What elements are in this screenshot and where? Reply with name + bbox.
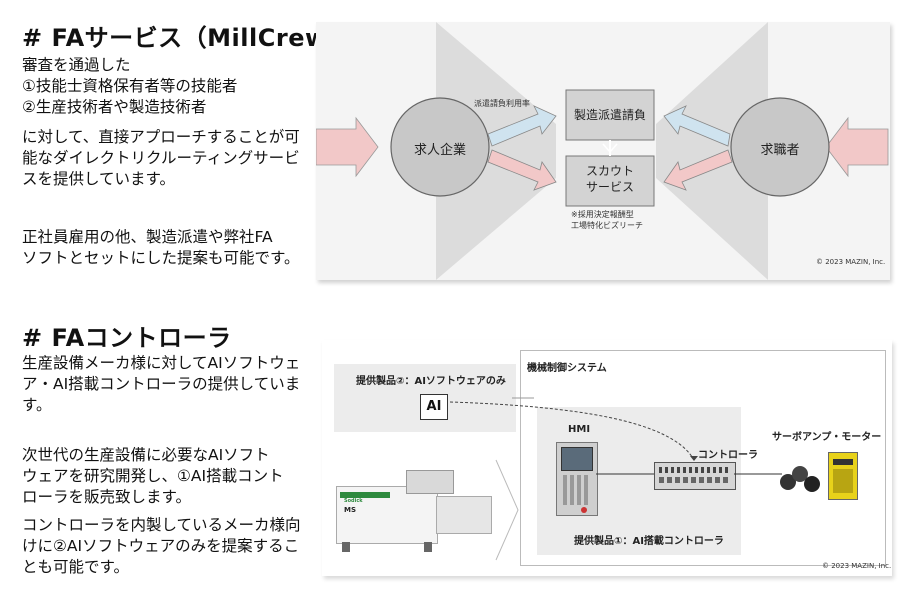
section1-list-item-1: ①技能士資格保有者等の技能者 <box>22 77 238 95</box>
system-label: 機械制御システム <box>527 363 607 374</box>
job-seeker-circle <box>730 97 830 197</box>
seeker-to-scout-arrow <box>663 149 733 191</box>
machine-callout <box>495 459 519 561</box>
section2-note-line: コントローラを内製しているメーカ様向 <box>22 516 301 534</box>
scout-service-box <box>565 155 655 207</box>
right-funnel-shape <box>656 22 768 280</box>
scout-note-line: ※採用決定報酬型 <box>571 210 634 219</box>
scout-note-line: 工場特化ビズリーチ <box>571 221 643 230</box>
section2-desc-line: 生産設備メーカ様に対してAIソフトウェ <box>22 354 301 372</box>
section1-note: 正社員雇用の他、製造派遣や弊社FA ソフトとセットにした提案も可能です。 <box>22 227 299 269</box>
servo-amp-icon <box>828 452 858 500</box>
controller-unit-icon <box>654 462 736 490</box>
inbound-arrow-right <box>825 116 889 178</box>
controller-label: コントローラ <box>698 450 758 461</box>
company-circle <box>390 97 490 197</box>
machine-brand: Sodick <box>344 498 363 504</box>
section1-note-line: 正社員雇用の他、製造派遣や弊社FA <box>22 228 273 246</box>
section1-desc-line: に対して、直接アプローチすることが可 <box>22 128 300 146</box>
section2-detail-line: ウェアを研究開発し、①AI搭載コント <box>22 467 284 485</box>
hmi-panel-icon <box>556 442 598 516</box>
ai-dashed-link <box>449 401 695 461</box>
dispatch-usage-label: 派遣請負利用率 <box>474 99 530 108</box>
recruiting-diagram <box>315 22 889 280</box>
section1-note-line: ソフトとセットにした提案も可能です。 <box>22 249 300 267</box>
company-label: 求人企業 <box>413 143 466 158</box>
machine-model: MS <box>344 506 357 514</box>
ai-badge-icon: AI <box>420 394 448 420</box>
copyright-2: © 2023 MAZIN, Inc. <box>822 562 892 570</box>
section1-desc-line: 能なダイレクトリクルーティングサービ <box>22 149 300 167</box>
copyright-1: © 2023 MAZIN, Inc. <box>816 258 886 266</box>
section1-intro-block: 審査を通過した ①技能士資格保有者等の技能者 ②生産技術者や製造技術者 <box>22 55 237 118</box>
scout-service-label-line: サービス <box>585 180 634 194</box>
section2-title: # FAコントローラ <box>22 324 232 352</box>
scout-service-label: スカウト サービス <box>566 163 654 195</box>
section2-desc-line: す。 <box>22 396 52 414</box>
scout-service-label-line: スカウト <box>585 164 634 178</box>
scout-note: ※採用決定報酬型 工場特化ビズリーチ <box>571 209 643 231</box>
recruiting-diagram-panel: 求人企業 求職者 製造派遣請負 スカウト サービス 派遣請負利用率 ※採用決定報… <box>315 22 890 280</box>
section1-description: に対して、直接アプローチすることが可 能なダイレクトリクルーティングサービ スを… <box>22 127 300 190</box>
left-funnel-shape <box>436 22 556 280</box>
job-seeker-label: 求職者 <box>760 143 800 158</box>
section2-note-line: とも可能です。 <box>22 558 129 576</box>
hmi-label: HMI <box>568 424 591 435</box>
seeker-to-dispatch-arrow <box>663 105 731 147</box>
section1-desc-line: スを提供しています。 <box>22 170 175 188</box>
section1-list-item-2: ②生産技術者や製造技術者 <box>22 98 207 116</box>
servo-motor-icon <box>780 460 820 500</box>
company-to-scout-arrow <box>487 149 557 191</box>
product1-label: 提供製品①：AI搭載コントローラ <box>574 536 724 547</box>
dispatch-service-label: 製造派遣請負 <box>573 108 646 122</box>
controller-diagram-panel: 提供製品②：AIソフトウェアのみ AI 機械制御システム HMI コントローラ … <box>322 340 892 576</box>
section2-note: コントローラを内製しているメーカ様向 けに②AIソフトウェアのみを提案するこ と… <box>22 515 301 578</box>
section1-intro: 審査を通過した <box>22 56 131 74</box>
section2-note-line: けに②AIソフトウェアのみを提案するこ <box>22 537 300 555</box>
servo-label: サーボアンプ・モーター <box>772 432 882 443</box>
section2-description: 生産設備メーカ様に対してAIソフトウェ ア・AI搭載コントローラの提供していま … <box>22 353 300 416</box>
section2-detail-line: 次世代の生産設備に必要なAIソフト <box>22 446 270 464</box>
product2-label: 提供製品②：AIソフトウェアのみ <box>356 376 506 387</box>
company-to-dispatch-arrow <box>487 105 557 147</box>
section1-title: # FAサービス（MillCrew） <box>22 24 353 52</box>
section2-desc-line: ア・AI搭載コントローラの提供していま <box>22 375 301 393</box>
section2-detail-line: ローラを販売致します。 <box>22 488 191 506</box>
inbound-arrow-left <box>315 116 379 178</box>
section2-detail: 次世代の生産設備に必要なAIソフト ウェアを研究開発し、①AI搭載コント ローラ… <box>22 445 284 508</box>
product2-box: 提供製品②：AIソフトウェアのみ AI <box>334 364 516 432</box>
controller-diagram-connectors <box>449 397 782 561</box>
injection-machine-icon <box>336 464 494 560</box>
